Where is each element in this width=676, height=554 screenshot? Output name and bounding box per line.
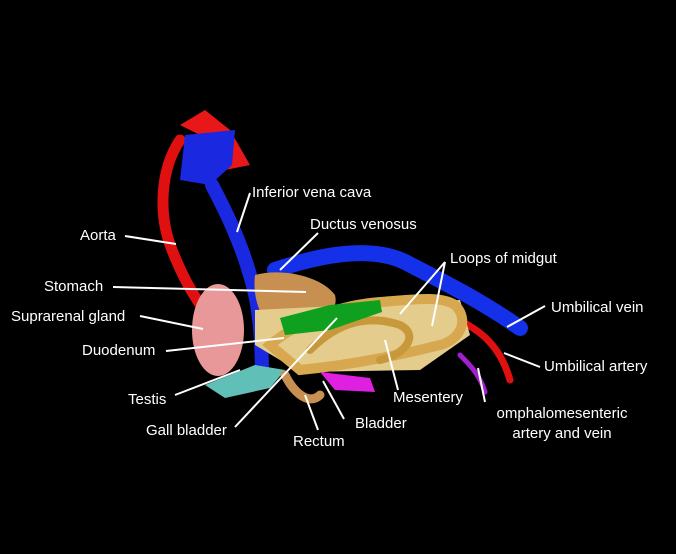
leader-testis (174, 369, 241, 396)
label-omphalomesenteric-line1: omphalomesenteric (496, 405, 628, 422)
leader-umbilical-vein (506, 305, 546, 328)
leader-aorta (124, 235, 177, 245)
rectum-shape (280, 370, 325, 404)
leader-mesentery (384, 339, 399, 391)
suprarenal-shape (192, 284, 244, 376)
label-gall-bladder: Gall bladder (146, 422, 227, 439)
leader-suprarenal-gland (139, 315, 204, 330)
leader-ductus-venosus (279, 232, 319, 271)
leader-stomach (112, 286, 307, 293)
label-loops-of-midgut: Loops of midgut (450, 250, 557, 267)
leader-duodenum (165, 337, 285, 352)
leader-inferior-vena-cava (236, 192, 251, 233)
leader-rectum (304, 394, 319, 431)
label-inferior-vena-cava: Inferior vena cava (252, 184, 372, 201)
leader-bladder (322, 380, 345, 420)
leader-gall-bladder (234, 317, 338, 428)
label-umbilical-vein: Umbilical vein (551, 299, 644, 316)
leader-loops-of-midgut (399, 261, 446, 315)
testis-shape (205, 365, 285, 398)
label-omphalomesenteric-line2: artery and vein (512, 425, 612, 442)
label-aorta: Aorta (80, 227, 116, 244)
label-duodenum: Duodenum (82, 342, 156, 359)
umbilical-vein-shape (267, 245, 528, 336)
gall-bladder-shape (280, 300, 382, 335)
label-rectum: Rectum (293, 433, 345, 450)
leader-loops-of-midgut-2 (431, 261, 446, 327)
leader-umbilical-artery (503, 352, 541, 368)
vena-cava-upper-shape (180, 130, 235, 185)
label-bladder: Bladder (355, 415, 407, 432)
label-omphalomesenteric: omphalomesenteric artery and vein (487, 405, 637, 442)
bladder-shape (320, 372, 375, 392)
label-testis: Testis (128, 391, 167, 408)
midgut-loops-shape-2 (306, 316, 414, 364)
leader-omphalomesenteric (477, 367, 486, 403)
label-umbilical-artery: Umbilical artery (544, 358, 648, 375)
label-stomach: Stomach (44, 278, 104, 295)
omphalomesenteric-shape (457, 352, 488, 395)
label-ductus-venosus: Ductus venosus (310, 216, 417, 233)
label-suprarenal-gland: Suprarenal gland (11, 308, 126, 325)
label-mesentery: Mesentery (393, 389, 464, 406)
